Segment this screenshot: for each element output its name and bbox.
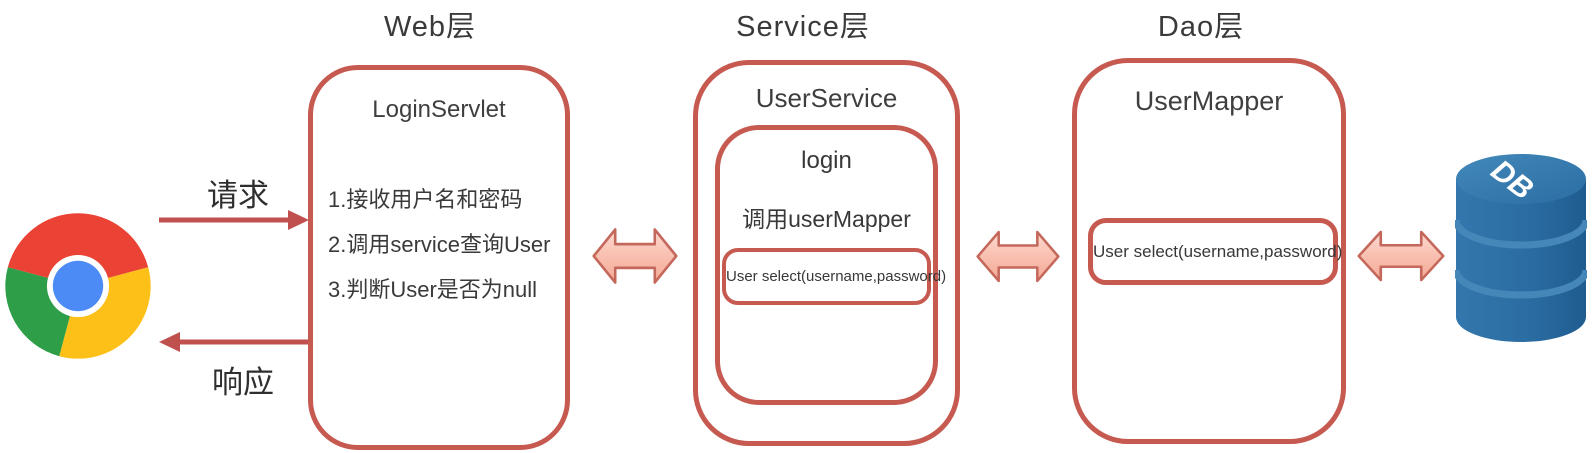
login-method-box: login 调用userMapper User select(username,… xyxy=(715,125,947,405)
request-arrow-icon xyxy=(159,210,309,230)
double-arrow-service-dao-icon xyxy=(976,230,1060,283)
call-usermapper-text: 调用userMapper xyxy=(742,206,911,232)
request-label: 请求 xyxy=(207,178,269,213)
layer-title-dao: Dao层 xyxy=(1157,11,1245,43)
web-step-2: 2.调用service查询User xyxy=(328,232,551,257)
service-signature-text: User select(username,password) xyxy=(726,268,947,285)
double-arrow-dao-db-icon xyxy=(1357,230,1445,282)
web-box-title: LoginServlet xyxy=(372,96,506,123)
dao-box-title: UserMapper xyxy=(1134,86,1284,116)
dao-signature-box: User select(username,password) xyxy=(1088,218,1343,285)
service-box-title: UserService xyxy=(755,83,898,113)
service-layer-box: UserService login 调用userMapper User sele… xyxy=(693,60,960,446)
database-icon: DB xyxy=(1455,154,1587,342)
web-step-3: 3.判断User是否为null xyxy=(328,277,538,302)
layer-title-service: Service层 xyxy=(736,11,870,43)
response-arrow-icon xyxy=(159,332,309,352)
dao-signature-text: User select(username,password) xyxy=(1093,242,1343,261)
web-step-1: 1.接收用户名和密码 xyxy=(328,187,523,212)
web-layer-box: LoginServlet 1.接收用户名和密码 2.调用service查询Use… xyxy=(308,65,570,450)
double-arrow-web-service-icon xyxy=(592,228,678,284)
service-signature-box: User select(username,password) xyxy=(722,248,947,305)
response-label: 响应 xyxy=(212,365,274,400)
dao-layer-box: UserMapper User select(username,password… xyxy=(1072,58,1346,444)
login-method-title: login xyxy=(801,147,852,174)
chrome-browser-icon xyxy=(5,213,151,359)
layer-title-web: Web层 xyxy=(383,11,477,43)
